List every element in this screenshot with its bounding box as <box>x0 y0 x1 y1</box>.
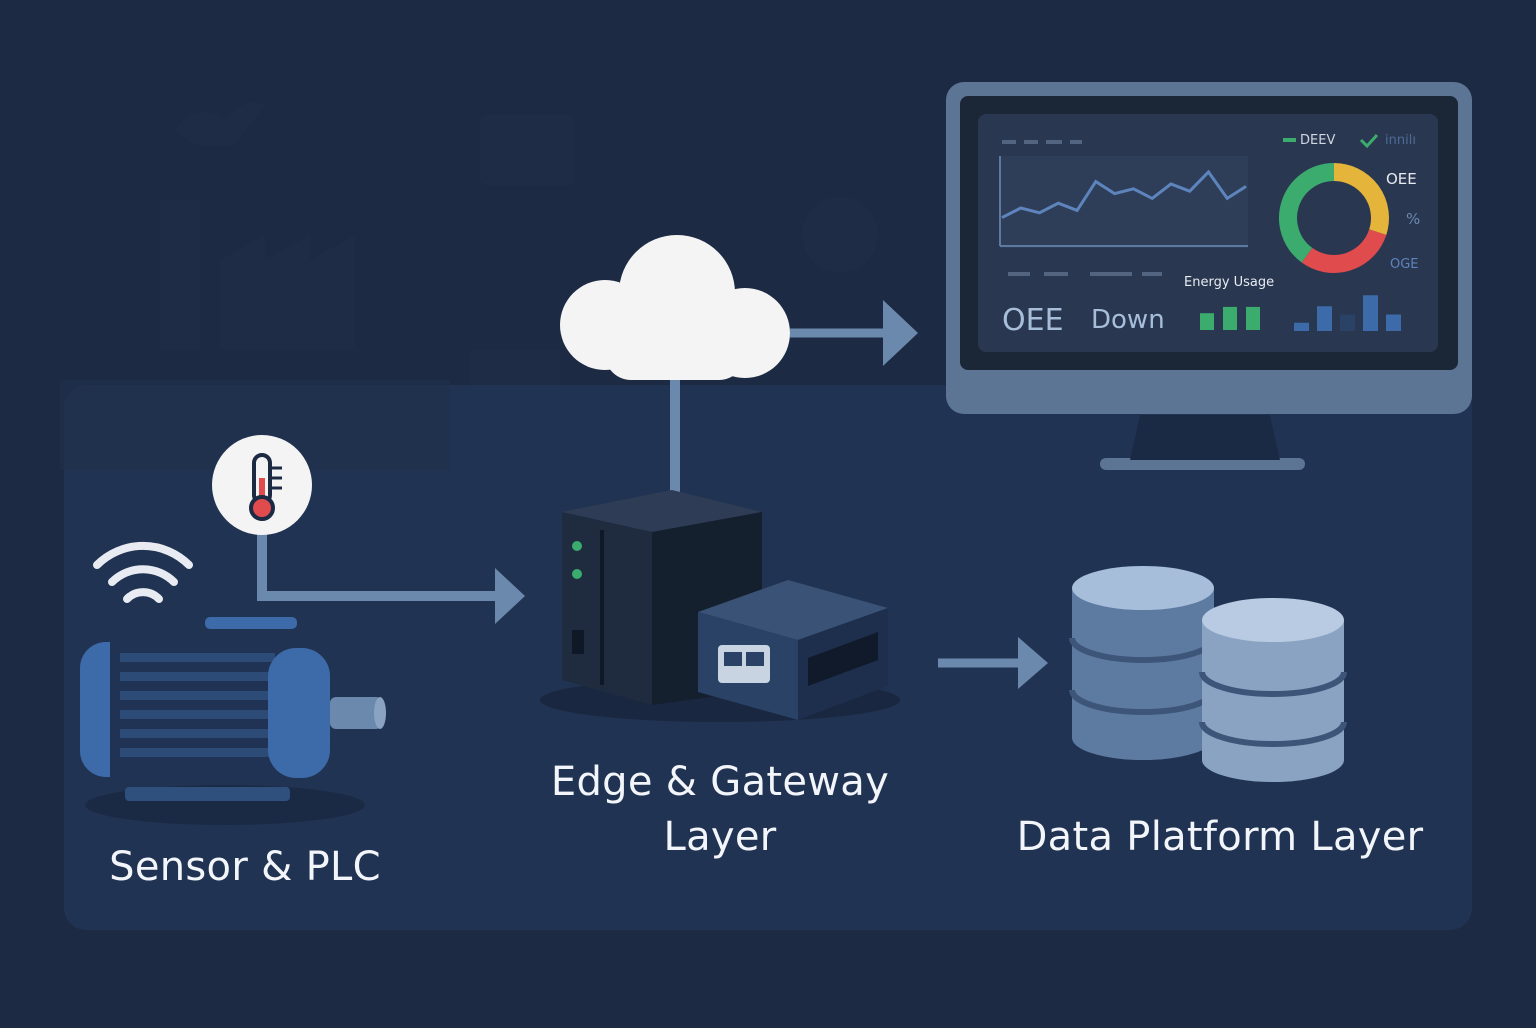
usage-bar <box>1294 322 1309 331</box>
usage-bar <box>1317 306 1332 331</box>
thermometer-icon <box>212 435 312 535</box>
kpi-down: Down <box>1091 305 1165 335</box>
arrow-head-icon <box>1018 637 1048 689</box>
donut-chart <box>1279 163 1389 273</box>
donut-label-oge: OGE <box>1390 257 1419 272</box>
edge-gateway-label-line2: Layer <box>663 814 777 860</box>
line-chart-series <box>1001 169 1247 219</box>
usage-bar <box>1386 314 1401 331</box>
check-icon <box>1359 133 1379 149</box>
usage-bar <box>1340 314 1355 331</box>
donut-label-oee: OEE <box>1386 170 1417 188</box>
dashboard-decor <box>999 133 1379 276</box>
database-icon <box>1069 566 1347 782</box>
donut-slice <box>1301 229 1387 273</box>
arrow-head-icon <box>883 300 918 366</box>
data-platform-label: Data Platform Layer <box>1016 814 1424 860</box>
blue-bar-chart <box>1294 295 1401 331</box>
wifi-icon <box>93 541 193 603</box>
sensor-plc-label: Sensor & PLC <box>109 844 381 890</box>
motor-icon <box>80 617 386 825</box>
kpi-oee: OEE <box>1002 303 1064 338</box>
energy-bar <box>1223 306 1237 330</box>
arrow-head-icon <box>495 568 525 624</box>
edge-gateway-label-line1: Edge & Gateway <box>550 759 890 805</box>
connector-sensor-to-edge <box>257 530 495 601</box>
background-factory-icon <box>160 102 878 420</box>
donut-slice <box>1333 163 1389 235</box>
donut-slice <box>1279 163 1335 263</box>
energy-usage-label: Energy Usage <box>1184 275 1274 290</box>
usage-bar <box>1363 295 1378 331</box>
energy-bar <box>1246 306 1260 330</box>
gateway-icon <box>540 490 900 722</box>
legend-label-innil: innilı <box>1385 133 1416 148</box>
green-bar-chart <box>1200 306 1260 330</box>
energy-bar <box>1200 313 1214 330</box>
donut-label-percent: % <box>1406 210 1420 228</box>
legend-label-deev: DEEV <box>1300 133 1335 148</box>
cloud-icon <box>560 235 790 380</box>
